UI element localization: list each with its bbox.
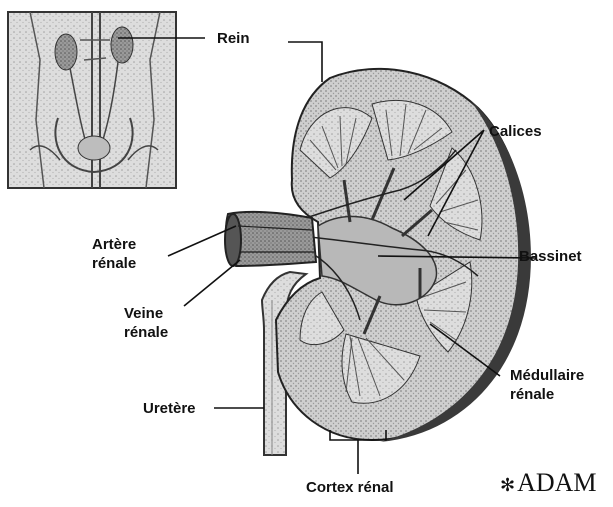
- label-uretere-text: Uretère: [143, 399, 196, 418]
- label-medullaire-line1: Médullaire: [510, 366, 584, 385]
- label-medullaire-line2: rénale: [510, 385, 584, 404]
- renal-vessels: [225, 212, 316, 266]
- label-artere-line2: rénale: [92, 254, 136, 273]
- label-calices-text: Calices: [489, 122, 542, 141]
- label-cortex-renal: Cortex rénal: [306, 478, 394, 497]
- label-veine-line2: rénale: [124, 323, 168, 342]
- label-bassinet: Bassinet: [519, 247, 582, 266]
- label-veine-line1: Veine: [124, 304, 168, 323]
- adam-logo-text: ADAM: [517, 468, 596, 497]
- label-rein-text: Rein: [217, 29, 250, 48]
- label-veine-renale: Veine rénale: [124, 304, 168, 342]
- adam-logo-mark: ✻: [500, 475, 515, 495]
- label-cortex-text: Cortex rénal: [306, 478, 394, 497]
- label-uretere: Uretère: [143, 399, 196, 418]
- label-bassinet-text: Bassinet: [519, 247, 582, 266]
- label-medullaire-renale: Médullaire rénale: [510, 366, 584, 404]
- label-artere-line1: Artère: [92, 235, 136, 254]
- label-rein: Rein: [217, 29, 250, 48]
- label-artere-renale: Artère rénale: [92, 235, 136, 273]
- adam-logo: ✻ADAM: [500, 468, 597, 498]
- label-calices: Calices: [489, 122, 542, 141]
